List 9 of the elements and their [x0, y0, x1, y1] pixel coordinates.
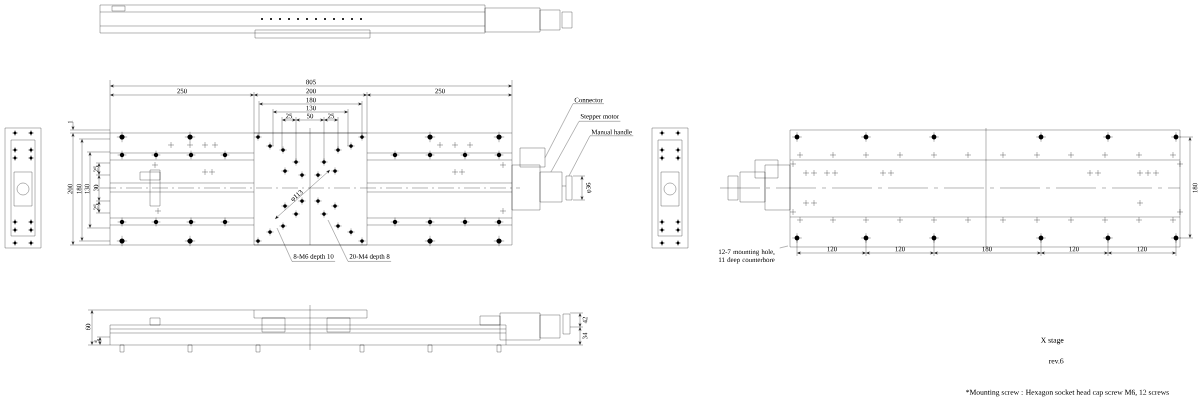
- leader-line: [550, 121, 621, 172]
- leader-line: [327, 219, 392, 262]
- connector-drawing: [519, 147, 546, 168]
- handle-drawing: [565, 175, 573, 201]
- leader-line: [568, 135, 634, 176]
- leader-line: [545, 103, 605, 158]
- leader-line: [276, 227, 336, 262]
- leader-line: [779, 245, 789, 249]
- motor-drawing: [539, 171, 563, 203]
